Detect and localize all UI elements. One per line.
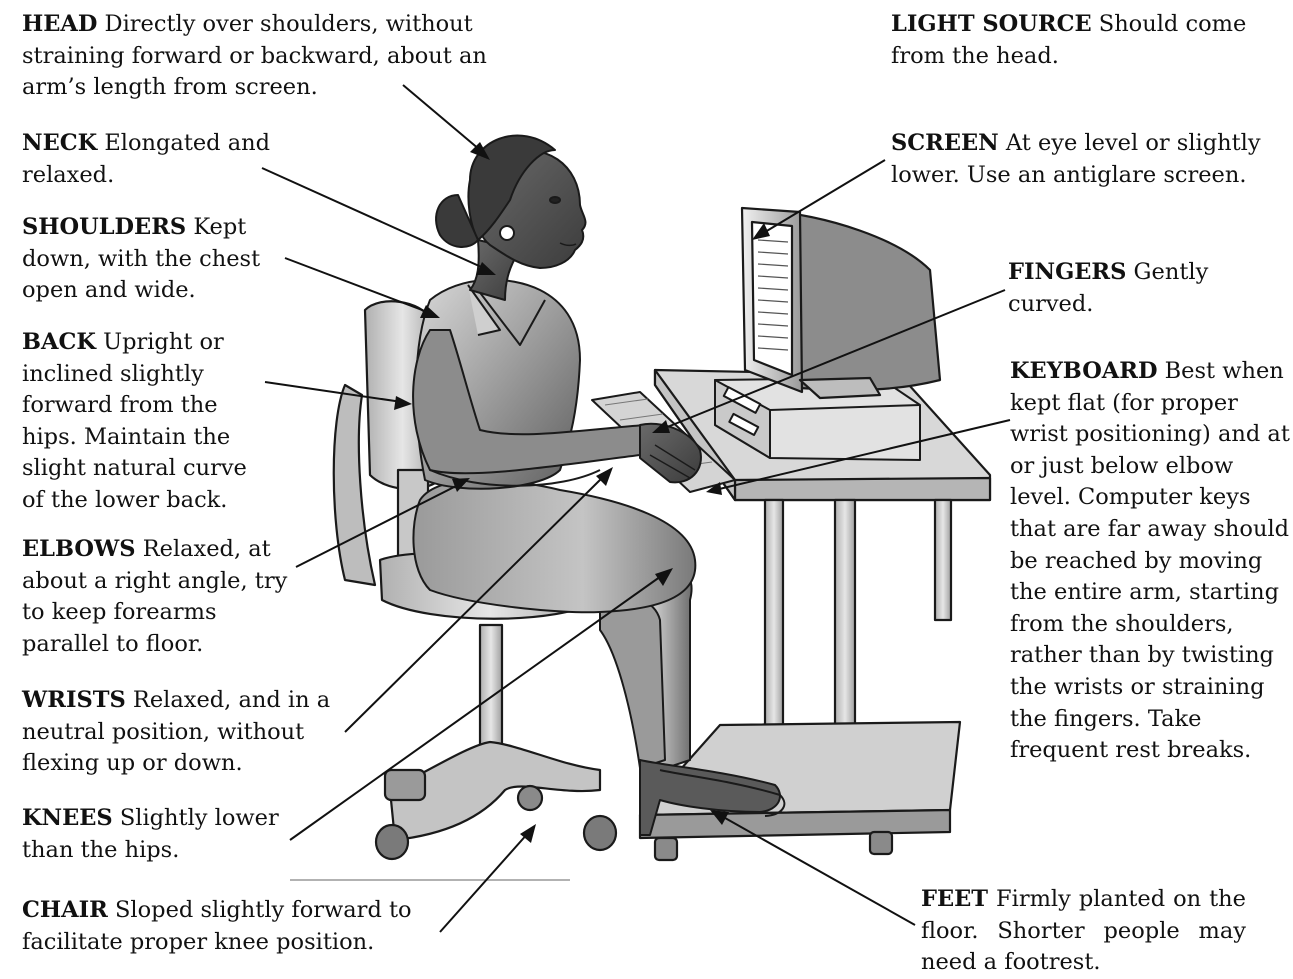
term-fingers: FINGERS bbox=[1008, 259, 1126, 285]
annotation-light-source: LIGHT SOURCE Should come from the head. bbox=[891, 9, 1281, 72]
term-head: HEAD bbox=[22, 11, 97, 37]
text-keyboard: Best when kept flat (for proper wrist po… bbox=[1010, 358, 1290, 763]
term-screen: SCREEN bbox=[891, 130, 999, 156]
annotation-elbows: ELBOWS Relaxed, at about a right angle, … bbox=[22, 534, 308, 660]
term-wrists: WRISTS bbox=[22, 687, 126, 713]
text-back: Upright or inclined slightly forward fro… bbox=[22, 329, 247, 513]
annotation-wrists: WRISTS Relaxed, and in a neutral positio… bbox=[22, 685, 352, 780]
term-neck: NECK bbox=[22, 130, 97, 156]
term-elbows: ELBOWS bbox=[22, 536, 136, 562]
term-back: BACK bbox=[22, 329, 96, 355]
annotation-feet: FEET Firmly planted on the floor. Shorte… bbox=[921, 884, 1246, 979]
leader-shoulders bbox=[285, 258, 430, 313]
term-chair: CHAIR bbox=[22, 897, 108, 923]
annotation-head: HEAD Directly over shoulders, without st… bbox=[22, 9, 514, 104]
annotation-neck: NECK Elongated and relaxed. bbox=[22, 128, 292, 191]
annotation-screen: SCREEN At eye level or slightly lower. U… bbox=[891, 128, 1287, 191]
term-knees: KNEES bbox=[22, 805, 113, 831]
term-feet: FEET bbox=[921, 886, 988, 912]
term-light-source: LIGHT SOURCE bbox=[891, 11, 1092, 37]
term-shoulders: SHOULDERS bbox=[22, 214, 186, 240]
leader-chair bbox=[440, 832, 529, 932]
computer-monitor bbox=[742, 208, 940, 398]
annotation-shoulders: SHOULDERS Kept down, with the chest open… bbox=[22, 212, 292, 307]
annotation-keyboard: KEYBOARD Best when kept flat (for proper… bbox=[1010, 356, 1290, 767]
annotation-chair: CHAIR Sloped slightly forward to facilit… bbox=[22, 895, 442, 958]
annotation-back: BACK Upright or inclined slightly forwar… bbox=[22, 327, 270, 517]
term-keyboard: KEYBOARD bbox=[1010, 358, 1157, 384]
annotation-fingers: FINGERS Gently curved. bbox=[1008, 257, 1248, 320]
annotation-knees: KNEES Slightly lower than the hips. bbox=[22, 803, 302, 866]
